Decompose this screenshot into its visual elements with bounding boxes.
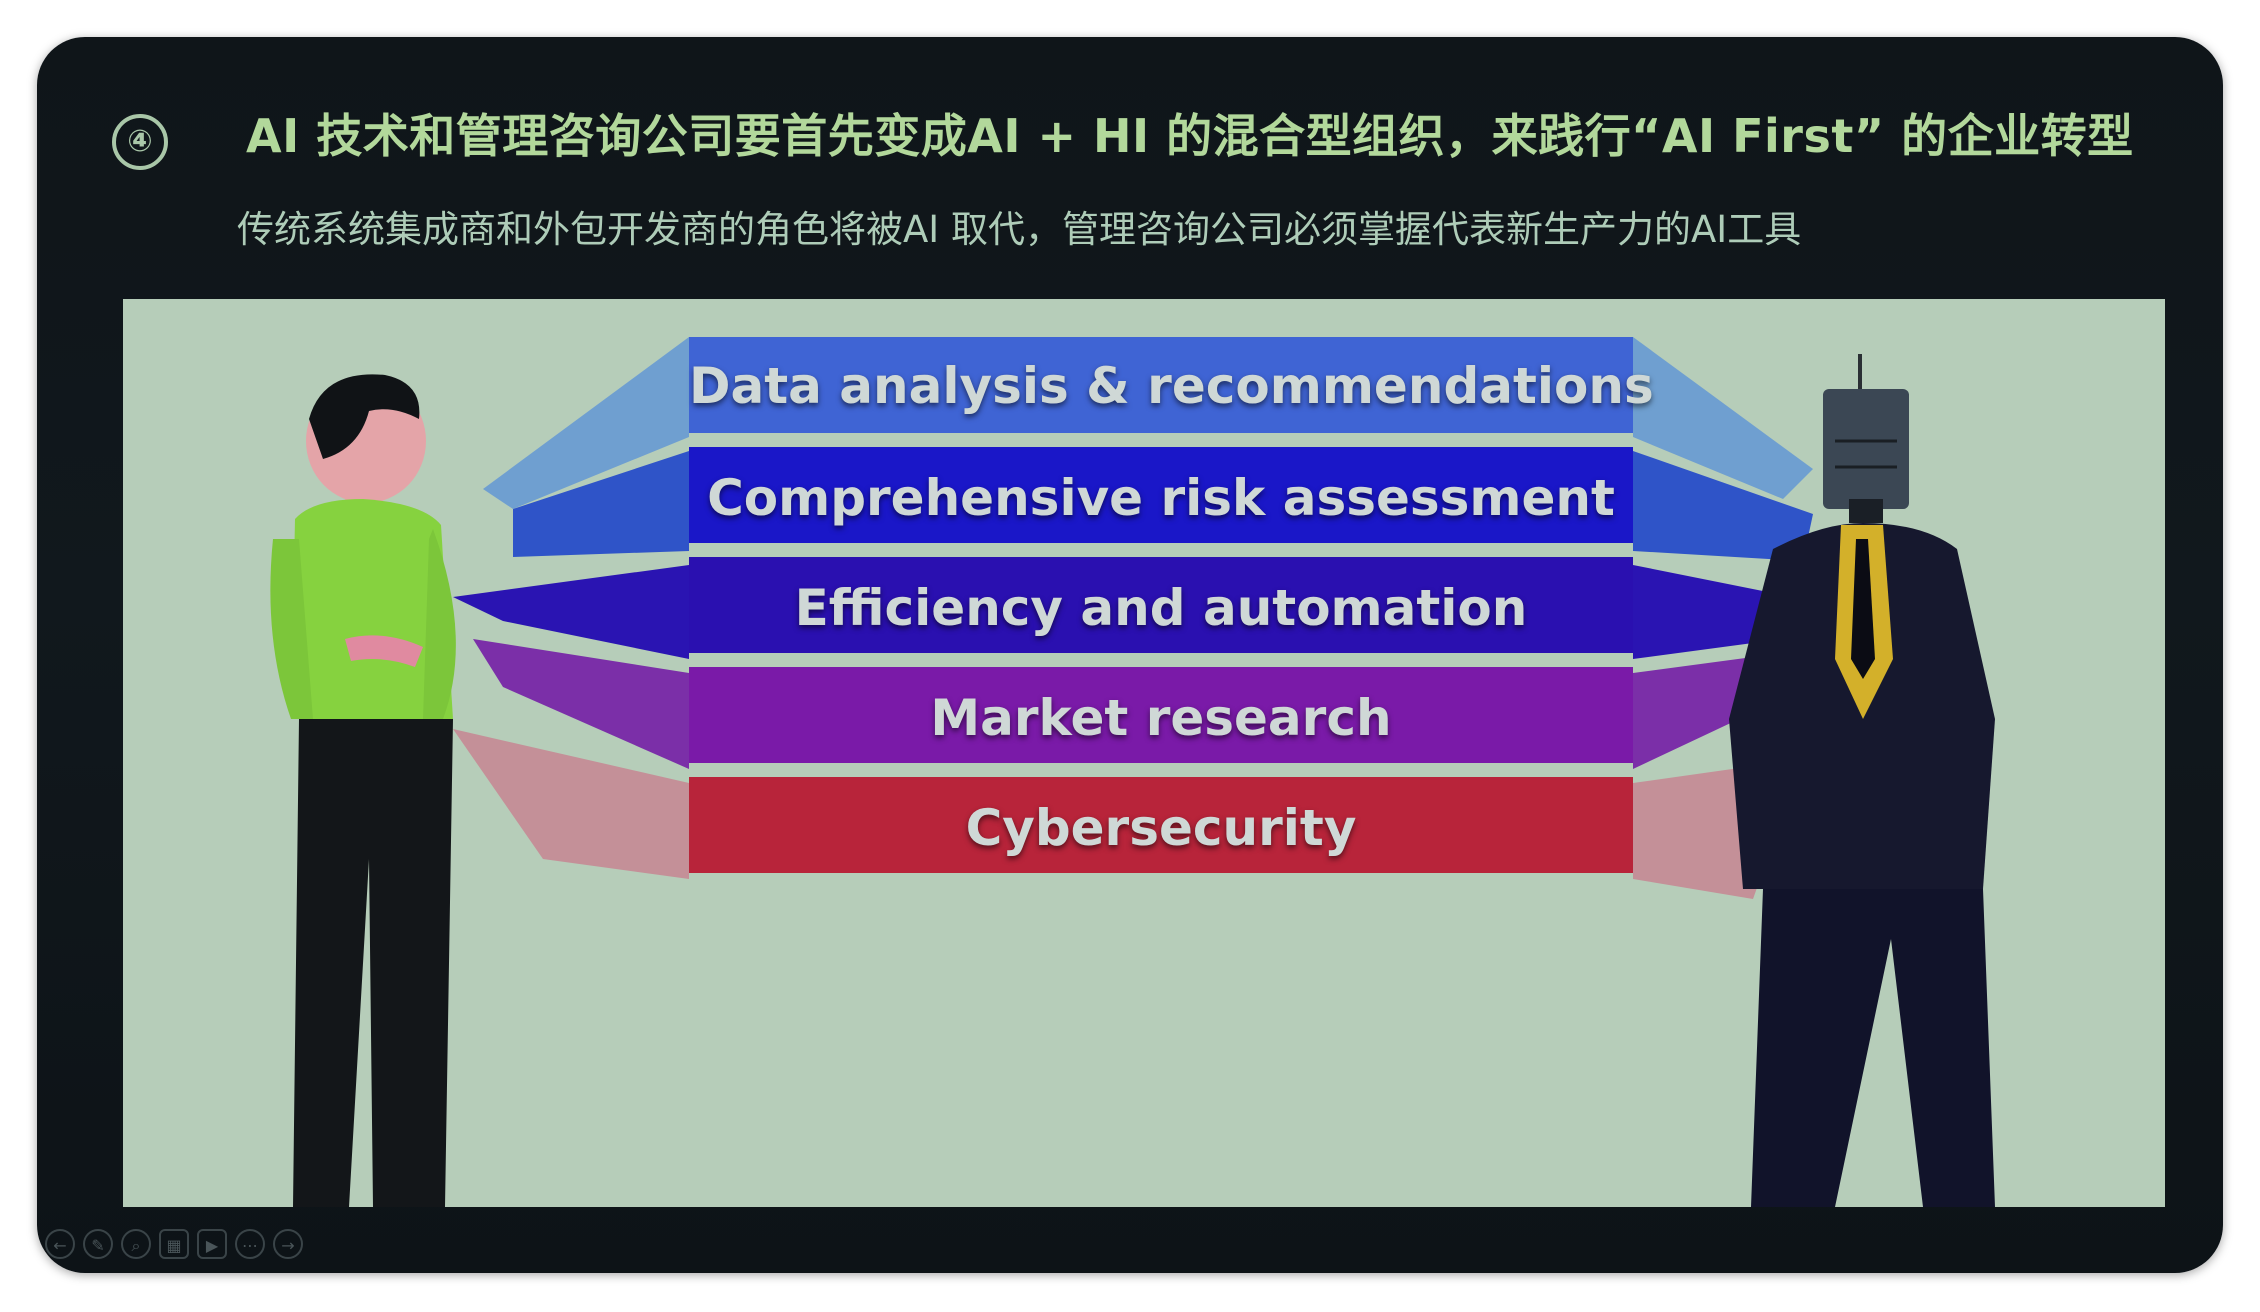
right-ribbon-2 (1633, 451, 1813, 561)
robot-figure (1729, 354, 1995, 1207)
left-ribbon-2 (513, 451, 689, 557)
more-icon[interactable]: ⋯ (235, 1229, 265, 1259)
band-label-efficiency: Efficiency and automation (794, 579, 1528, 637)
presentation-screen: ④ AI 技术和管理咨询公司要首先变成AI + HI 的混合型组织，来践行“AI… (37, 37, 2223, 1273)
zoom-icon[interactable]: ⌕ (121, 1229, 151, 1259)
right-ribbon-1 (1633, 337, 1813, 499)
slide-subtitle: 传统系统集成商和外包开发商的角色将被AI 取代，管理咨询公司必须掌握代表新生产力… (237, 208, 1802, 251)
band-label-data-analysis: Data analysis & recommendations (689, 357, 1654, 415)
band-1 (689, 447, 1633, 543)
band-4 (689, 777, 1633, 873)
band-0 (689, 337, 1633, 433)
presentation-toolbar: ← ✎ ⌕ ▦ ▶ ⋯ → (45, 1227, 303, 1261)
band-label-risk-assessment: Comprehensive risk assessment (707, 469, 1615, 527)
band-labels: Data analysis & recommendations Comprehe… (689, 299, 1654, 1207)
band-label-cybersecurity: Cybersecurity (965, 799, 1357, 857)
bands-group (689, 337, 1633, 873)
human-figure (270, 374, 456, 1207)
slide-number-badge: ④ (112, 114, 168, 170)
slide-illustration: Data analysis & recommendations Comprehe… (123, 299, 2165, 1207)
forward-icon[interactable]: → (273, 1229, 303, 1259)
slide-title: AI 技术和管理咨询公司要首先变成AI + HI 的混合型组织，来践行“AI F… (246, 109, 2134, 163)
pen-icon[interactable]: ✎ (83, 1229, 113, 1259)
band-label-market-research: Market research (930, 689, 1392, 747)
illustration-canvas (270, 337, 1995, 1207)
left-ribbon-1 (483, 337, 689, 509)
video-icon[interactable]: ▶ (197, 1229, 227, 1259)
left-ribbon-4 (473, 639, 689, 769)
slide-title-row: ④ AI 技术和管理咨询公司要首先变成AI + HI 的混合型组织，来践行“AI… (112, 92, 2152, 192)
band-3 (689, 667, 1633, 763)
slides-icon[interactable]: ▦ (159, 1229, 189, 1259)
band-2 (689, 557, 1633, 653)
back-icon[interactable]: ← (45, 1229, 75, 1259)
left-ribbon-5 (453, 729, 689, 879)
left-ribbon-3 (453, 565, 689, 659)
